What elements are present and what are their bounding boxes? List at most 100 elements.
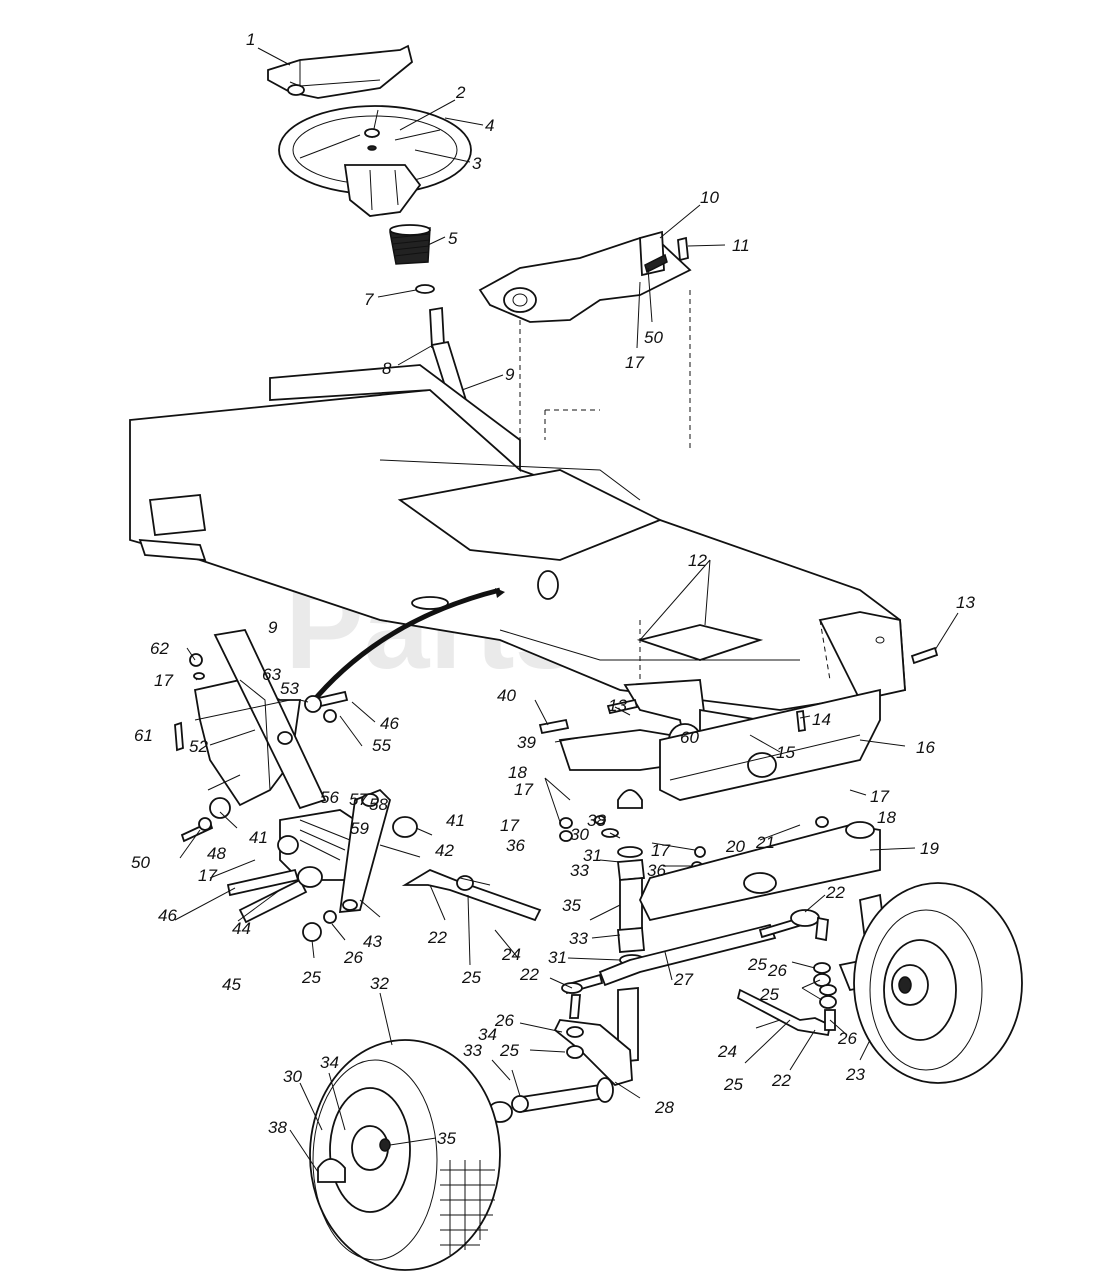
label-part-20: 20	[725, 837, 745, 856]
label-part-38: 38	[587, 811, 606, 830]
label-part-30: 30	[570, 825, 589, 844]
label-part-55: 55	[372, 736, 391, 755]
label-part-17: 17	[625, 353, 644, 372]
label-part-17: 17	[651, 841, 670, 860]
label-part-26: 26	[343, 948, 363, 967]
steering-bellows	[389, 224, 431, 265]
label-part-15: 15	[776, 743, 795, 762]
label-part-10: 10	[700, 188, 719, 207]
label-part-38: 38	[268, 1118, 287, 1137]
label-part-27: 27	[673, 970, 693, 989]
label-part-33: 33	[463, 1041, 482, 1060]
label-part-42: 42	[435, 841, 454, 860]
label-part-1: 1	[246, 30, 255, 49]
label-part-35: 35	[562, 896, 581, 915]
label-part-36: 36	[647, 861, 666, 880]
label-part-5: 5	[448, 229, 458, 248]
label-part-41: 41	[446, 811, 465, 830]
steering-sector-gear	[277, 788, 392, 914]
label-part-4: 4	[485, 116, 494, 135]
label-part-8: 8	[382, 359, 392, 378]
label-part-17: 17	[514, 780, 533, 799]
label-part-30: 30	[283, 1067, 302, 1086]
label-part-39: 39	[517, 733, 536, 752]
label-part-11: 11	[732, 236, 750, 255]
label-part-13: 13	[956, 593, 975, 612]
label-part-18: 18	[877, 808, 896, 827]
label-part-9: 9	[268, 618, 278, 637]
label-part-28: 28	[654, 1098, 674, 1117]
label-part-58: 58	[369, 795, 388, 814]
label-part-18: 18	[508, 763, 527, 782]
label-part-56: 56	[320, 788, 339, 807]
label-part-53: 53	[280, 679, 299, 698]
label-part-34: 34	[478, 1025, 497, 1044]
label-part-25: 25	[461, 968, 481, 987]
dashed-leaders-mid	[639, 619, 831, 681]
label-part-44: 44	[232, 919, 251, 938]
label-part-25: 25	[301, 968, 321, 987]
label-part-23: 23	[845, 1065, 865, 1084]
spindle-left	[487, 982, 639, 1123]
label-part-26: 26	[494, 1011, 514, 1030]
label-part-33: 33	[570, 861, 589, 880]
label-part-13: 13	[608, 696, 627, 715]
steering-cable	[308, 587, 501, 707]
label-part-34: 34	[320, 1053, 339, 1072]
label-part-62: 62	[150, 639, 169, 658]
front-wheel-left	[309, 1039, 501, 1271]
label-part-46: 46	[380, 714, 399, 733]
label-part-17: 17	[500, 816, 519, 835]
label-part-32: 32	[370, 974, 389, 993]
label-part-40: 40	[497, 686, 516, 705]
steering-cap	[267, 44, 414, 99]
label-part-24: 24	[501, 945, 521, 964]
label-part-12: 12	[688, 551, 707, 570]
left-hardware	[174, 653, 418, 942]
tie-rod-end-right	[736, 909, 837, 1037]
drag-link	[401, 868, 542, 922]
label-part-31: 31	[548, 948, 567, 967]
label-part-26: 26	[837, 1029, 857, 1048]
label-part-45: 45	[222, 975, 241, 994]
label-part-2: 2	[455, 83, 466, 102]
steering-support-bracket	[193, 629, 327, 810]
label-part-25: 25	[723, 1075, 743, 1094]
washer-7	[415, 284, 435, 294]
label-part-21: 21	[755, 833, 775, 852]
axle-support-bracket	[538, 646, 939, 801]
label-part-36: 36	[506, 836, 525, 855]
label-part-50: 50	[131, 853, 150, 872]
label-part-22: 22	[771, 1071, 791, 1090]
label-part-31: 31	[583, 846, 602, 865]
label-part-33: 33	[569, 929, 588, 948]
label-part-9: 9	[505, 365, 515, 384]
label-part-61: 61	[134, 726, 153, 745]
dash-bracket	[478, 230, 692, 323]
front-axle	[639, 821, 881, 922]
label-part-22: 22	[519, 965, 539, 984]
label-part-43: 43	[363, 932, 382, 951]
label-part-46: 46	[158, 906, 177, 925]
label-part-17: 17	[870, 787, 889, 806]
label-part-35: 35	[437, 1129, 456, 1148]
label-part-25: 25	[747, 955, 767, 974]
label-part-50: 50	[644, 328, 663, 347]
label-part-25: 25	[759, 985, 779, 1004]
label-part-26: 26	[767, 961, 787, 980]
steering-wheel	[278, 105, 472, 217]
label-part-22: 22	[427, 928, 447, 947]
label-part-24: 24	[717, 1042, 737, 1061]
label-part-17: 17	[154, 671, 173, 690]
front-wheel-right	[853, 882, 1023, 1084]
leader-lines	[174, 47, 959, 1173]
kingpin-stack	[601, 789, 645, 966]
label-part-7: 7	[364, 290, 374, 309]
label-part-52: 52	[189, 737, 208, 756]
label-part-22: 22	[825, 883, 845, 902]
label-part-41: 41	[249, 828, 268, 847]
label-part-19: 19	[920, 839, 939, 858]
label-part-60: 60	[680, 728, 699, 747]
label-part-48: 48	[207, 844, 226, 863]
